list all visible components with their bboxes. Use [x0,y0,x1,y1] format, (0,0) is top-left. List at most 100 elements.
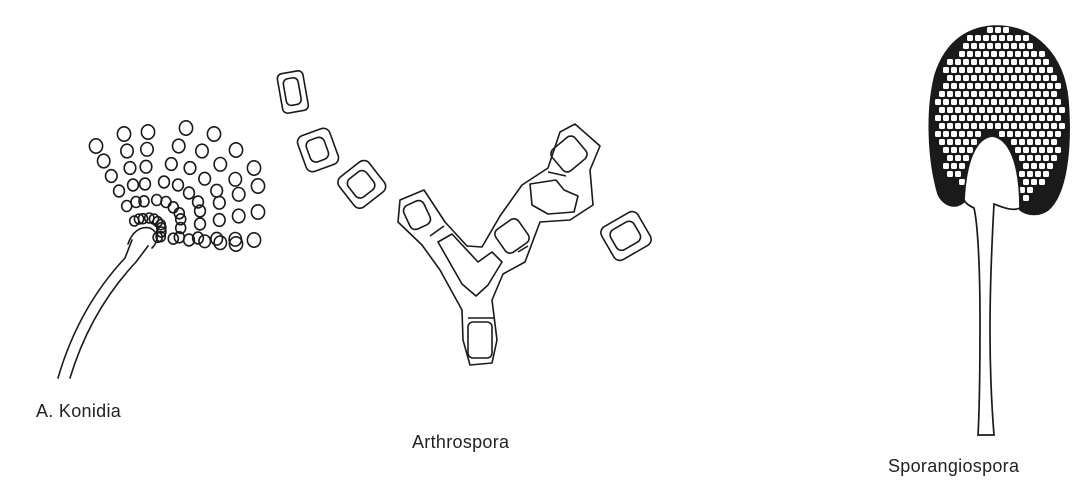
sporangiospore [955,91,961,97]
sporangiospore [1019,75,1025,81]
sporangiospore [1047,115,1053,121]
arthrospora-illustration [277,70,654,365]
sporangiospore [1027,59,1033,65]
sporangiospore [999,51,1005,57]
sporangiospore [1015,51,1021,57]
sporangiospore [959,163,965,169]
sporangiospore [1023,195,1029,201]
conidium [211,184,223,197]
sporangiospore [939,139,945,145]
sporangiospore [1039,67,1045,73]
sporangiospore [975,131,981,137]
sporangiospore [1023,115,1029,121]
sporangiospore [963,123,969,129]
sporangiospore [943,163,949,169]
conidium [89,139,102,153]
sporangiospore [963,43,969,49]
sporangiospore [951,163,957,169]
sporangiospore [1003,91,1009,97]
sporangiospore [991,115,997,121]
conidium [128,179,139,191]
sporangiospore [1043,171,1049,177]
sporangiospore [1051,91,1057,97]
sporangiospore [991,83,997,89]
sporangiospore [999,83,1005,89]
sporangiospore [951,131,957,137]
sporangiospore [1047,163,1053,169]
sporangiospore [1027,187,1033,193]
sporangiospore [955,171,961,177]
sporangiospore [1011,75,1017,81]
conidium [122,201,132,212]
conidium [141,143,153,157]
sporangiospore [995,123,1001,129]
arthrospore-cell [549,134,590,175]
sporangiospore [1055,83,1061,89]
sporangiospore [963,139,969,145]
sporangiospore [967,131,973,137]
sporangiospore [1035,139,1041,145]
sporangiospore [963,59,969,65]
sporangiospore [987,27,993,33]
sporangiospore [999,67,1005,73]
sporangiospore [1055,131,1061,137]
sporangiospore [995,107,1001,113]
sporangiospore [987,43,993,49]
sporangiospore [975,83,981,89]
conidium [114,185,125,197]
arthrospore-cell [598,209,653,263]
sporangiospore [999,115,1005,121]
sporangiospore [975,67,981,73]
conidium [207,127,220,141]
sporangiospore [963,75,969,81]
sporangiospore [1039,131,1045,137]
conidium [117,127,130,141]
sporangiospore [979,123,985,129]
arthrospore-cell [468,322,492,358]
sporangiospore [991,67,997,73]
sporangiospore [971,139,977,145]
sporangiospore [955,155,961,161]
sporangiospore [1027,155,1033,161]
conidium [196,144,208,158]
sporangiospore [971,75,977,81]
sporangiospore [1027,75,1033,81]
sporangiospore [1023,51,1029,57]
conidium [140,178,151,190]
sporangiospore [943,99,949,105]
sporangiospore [947,123,953,129]
conidium [199,235,211,248]
sporangiospore [967,115,973,121]
sporangiospore [1019,107,1025,113]
sporangiospore [1015,115,1021,121]
sporangiospore [1031,179,1037,185]
sporangiospore [1023,131,1029,137]
caption-sporangiospora: Sporangiospora [888,456,1019,477]
conidium [199,172,211,185]
sporangiospore [987,59,993,65]
conidium [251,179,264,193]
conidium [173,179,184,191]
sporangiospore [983,83,989,89]
sporangiospore [1051,139,1057,145]
sporangiospore [1055,99,1061,105]
sporangiospore [943,147,949,153]
conidium [247,161,260,175]
sporangiospore [1031,147,1037,153]
conidium [233,209,245,223]
sporangiospore [1051,107,1057,113]
arthrospore-cell [530,180,578,214]
sporangiospore [979,107,985,113]
sporangiospore [1023,83,1029,89]
conidium [195,218,206,230]
sporangiospore [1035,155,1041,161]
sporangiospore [955,107,961,113]
sporangiospore [947,91,953,97]
conidium [140,160,152,173]
sporangiospore [935,115,941,121]
sporangiospore [1015,147,1021,153]
sporangiospore [1035,123,1041,129]
sporangiospore [1055,147,1061,153]
sporangiospore [1043,123,1049,129]
sporangiospore [943,115,949,121]
